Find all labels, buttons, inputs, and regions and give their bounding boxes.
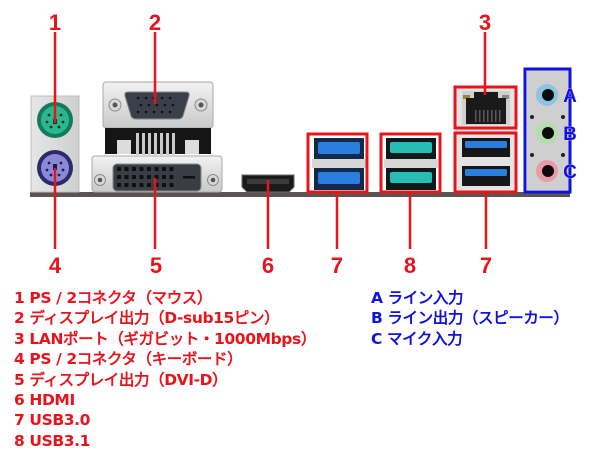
dvi-pin	[117, 175, 121, 179]
dvi-pin	[147, 175, 151, 179]
dvi-pin	[124, 175, 129, 179]
dvi-pin	[154, 175, 159, 179]
callout-number-2: 2	[149, 10, 161, 35]
dvi-pin	[147, 183, 151, 187]
legend-text: USB3.1	[29, 431, 91, 450]
dvi-pin	[132, 183, 136, 187]
legend-text: ライン入力	[387, 289, 464, 307]
dvi-pin	[154, 167, 159, 171]
dvi-pin	[169, 167, 174, 171]
callout-number-1: 1	[49, 10, 61, 35]
rear-io-panel-diagram: 1 2 3 4 5 6 7 8 7 A B C	[30, 10, 577, 278]
legend-key: 1	[14, 289, 25, 307]
dvi-pin	[132, 167, 136, 171]
legend-key: 5	[14, 370, 25, 389]
callout-lines	[53, 32, 488, 249]
usb30-port-stack-left	[312, 138, 366, 190]
dvi-pin	[124, 183, 129, 187]
audio-line-out-jack	[536, 122, 558, 144]
dvi-pin	[117, 183, 121, 187]
audio-callout-a: A	[563, 86, 577, 107]
rj45-lan-port	[462, 91, 510, 125]
legend-key: B	[371, 309, 383, 328]
dvi-pin	[139, 167, 144, 171]
legend-key: 8	[14, 431, 25, 450]
legend-text: ディスプレイ出力（DVI-D）	[29, 370, 228, 389]
dvi-pin	[132, 175, 136, 179]
legend-text: マイク入力	[386, 329, 463, 348]
legend-text: ディスプレイ出力（D-sub15ピン）	[29, 309, 280, 328]
callout-number-3: 3	[479, 10, 491, 35]
dvi-pin	[154, 183, 159, 187]
lan-usb30-stack	[455, 85, 517, 193]
dvi-pin	[117, 167, 121, 171]
dvi-pin	[124, 167, 129, 171]
legend-text: ライン出力（スピーカー）	[387, 309, 569, 328]
audio-callout-c: C	[563, 162, 577, 183]
dvi-pin	[139, 175, 144, 179]
callout-number-6: 6	[262, 253, 274, 278]
audio-jack-panel	[527, 70, 569, 190]
io-shield-baseline	[30, 192, 570, 197]
highlight-box-audio	[523, 67, 572, 194]
legend-text: PS / 2コネクタ（マウス）	[29, 289, 213, 307]
legend-text: LANポート（ギガビット・1000Mbps）	[29, 329, 316, 348]
vga-connector	[102, 81, 214, 155]
legend-text: PS / 2コネクタ（キーボード）	[29, 350, 243, 369]
legend-key: 7	[14, 411, 25, 430]
legend-key: 2	[14, 309, 25, 328]
callout-number-7a: 7	[331, 253, 343, 278]
legend-key: C	[371, 329, 382, 348]
legend-key: A	[371, 289, 383, 307]
legend-key: 3	[14, 329, 25, 348]
dvi-pin	[169, 175, 174, 179]
dvi-pin	[162, 183, 166, 187]
legend-text: HDMI	[29, 391, 75, 410]
dvi-connector	[91, 155, 223, 193]
dvi-pin	[169, 183, 174, 187]
dvi-pin	[147, 167, 151, 171]
audio-line-in-jack	[536, 84, 558, 106]
callout-number-7b: 7	[480, 253, 492, 278]
callout-number-5: 5	[150, 253, 162, 278]
legend-key: 6	[14, 391, 25, 410]
audio-callout-b: B	[563, 124, 577, 145]
dvi-pin	[162, 175, 166, 179]
dvi-pin	[162, 167, 166, 171]
legend-key: 4	[14, 350, 25, 369]
legend-text: USB3.0	[29, 411, 91, 430]
callout-number-4: 4	[49, 253, 62, 278]
audio-mic-jack	[536, 160, 558, 182]
dvi-pin	[139, 183, 144, 187]
usb31-port-stack	[384, 138, 438, 190]
callout-number-8: 8	[404, 253, 416, 278]
